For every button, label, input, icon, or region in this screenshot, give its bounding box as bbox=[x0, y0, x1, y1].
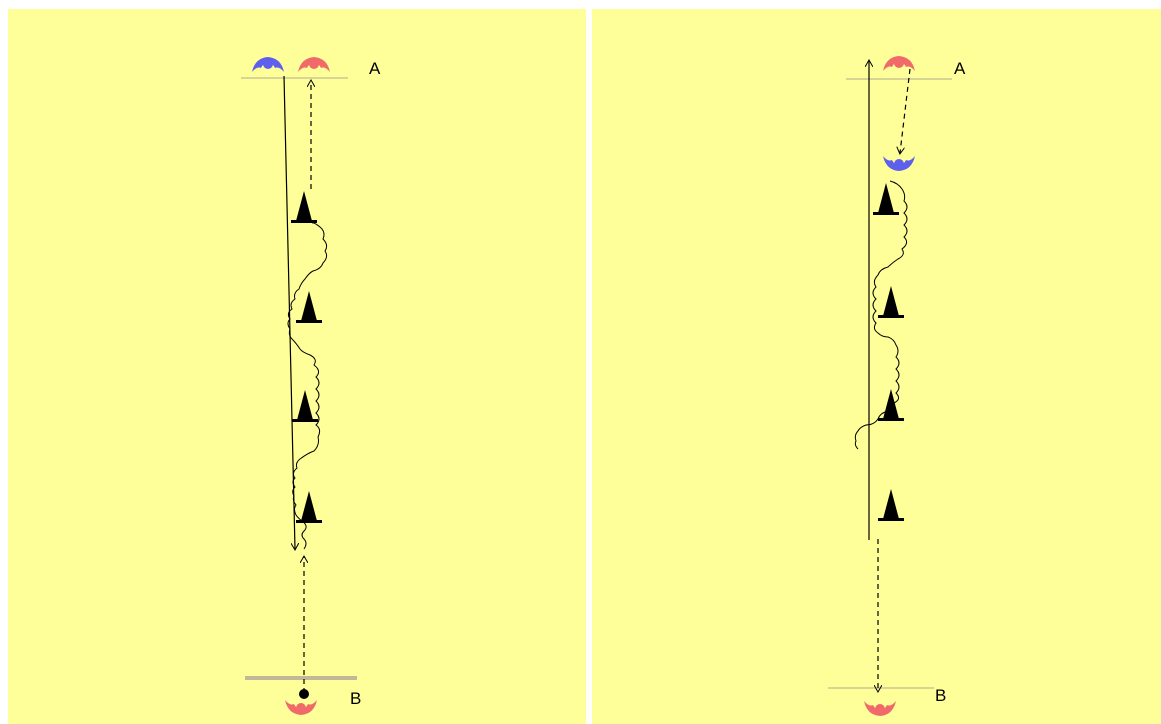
dribble-path bbox=[854, 180, 908, 450]
cone-icon bbox=[878, 389, 904, 421]
player-icon bbox=[298, 57, 330, 72]
player-icon bbox=[252, 57, 284, 72]
player-icon bbox=[285, 700, 317, 715]
cone-icon bbox=[292, 390, 318, 422]
player-icon bbox=[883, 56, 915, 71]
label-b: B bbox=[935, 686, 947, 705]
player-icon bbox=[883, 156, 915, 171]
cone-icon bbox=[878, 489, 904, 521]
label-b: B bbox=[350, 689, 362, 708]
label-a: A bbox=[954, 59, 966, 78]
dribble-path bbox=[287, 222, 328, 550]
cone-icon bbox=[878, 286, 904, 318]
player-icon bbox=[864, 701, 896, 716]
cone-icon bbox=[873, 183, 899, 215]
cone-icon bbox=[296, 291, 322, 323]
run-path bbox=[283, 75, 295, 549]
drill-panel-right: A B bbox=[592, 9, 1161, 724]
label-a: A bbox=[369, 59, 381, 78]
drill-canvas-right bbox=[828, 56, 952, 716]
cone-icon bbox=[296, 491, 322, 523]
ball-icon bbox=[299, 689, 309, 699]
drill-canvas-left bbox=[241, 57, 357, 715]
pass-path bbox=[900, 68, 911, 153]
cone-icon bbox=[291, 191, 317, 223]
drill-panel-left: A B bbox=[8, 9, 586, 724]
